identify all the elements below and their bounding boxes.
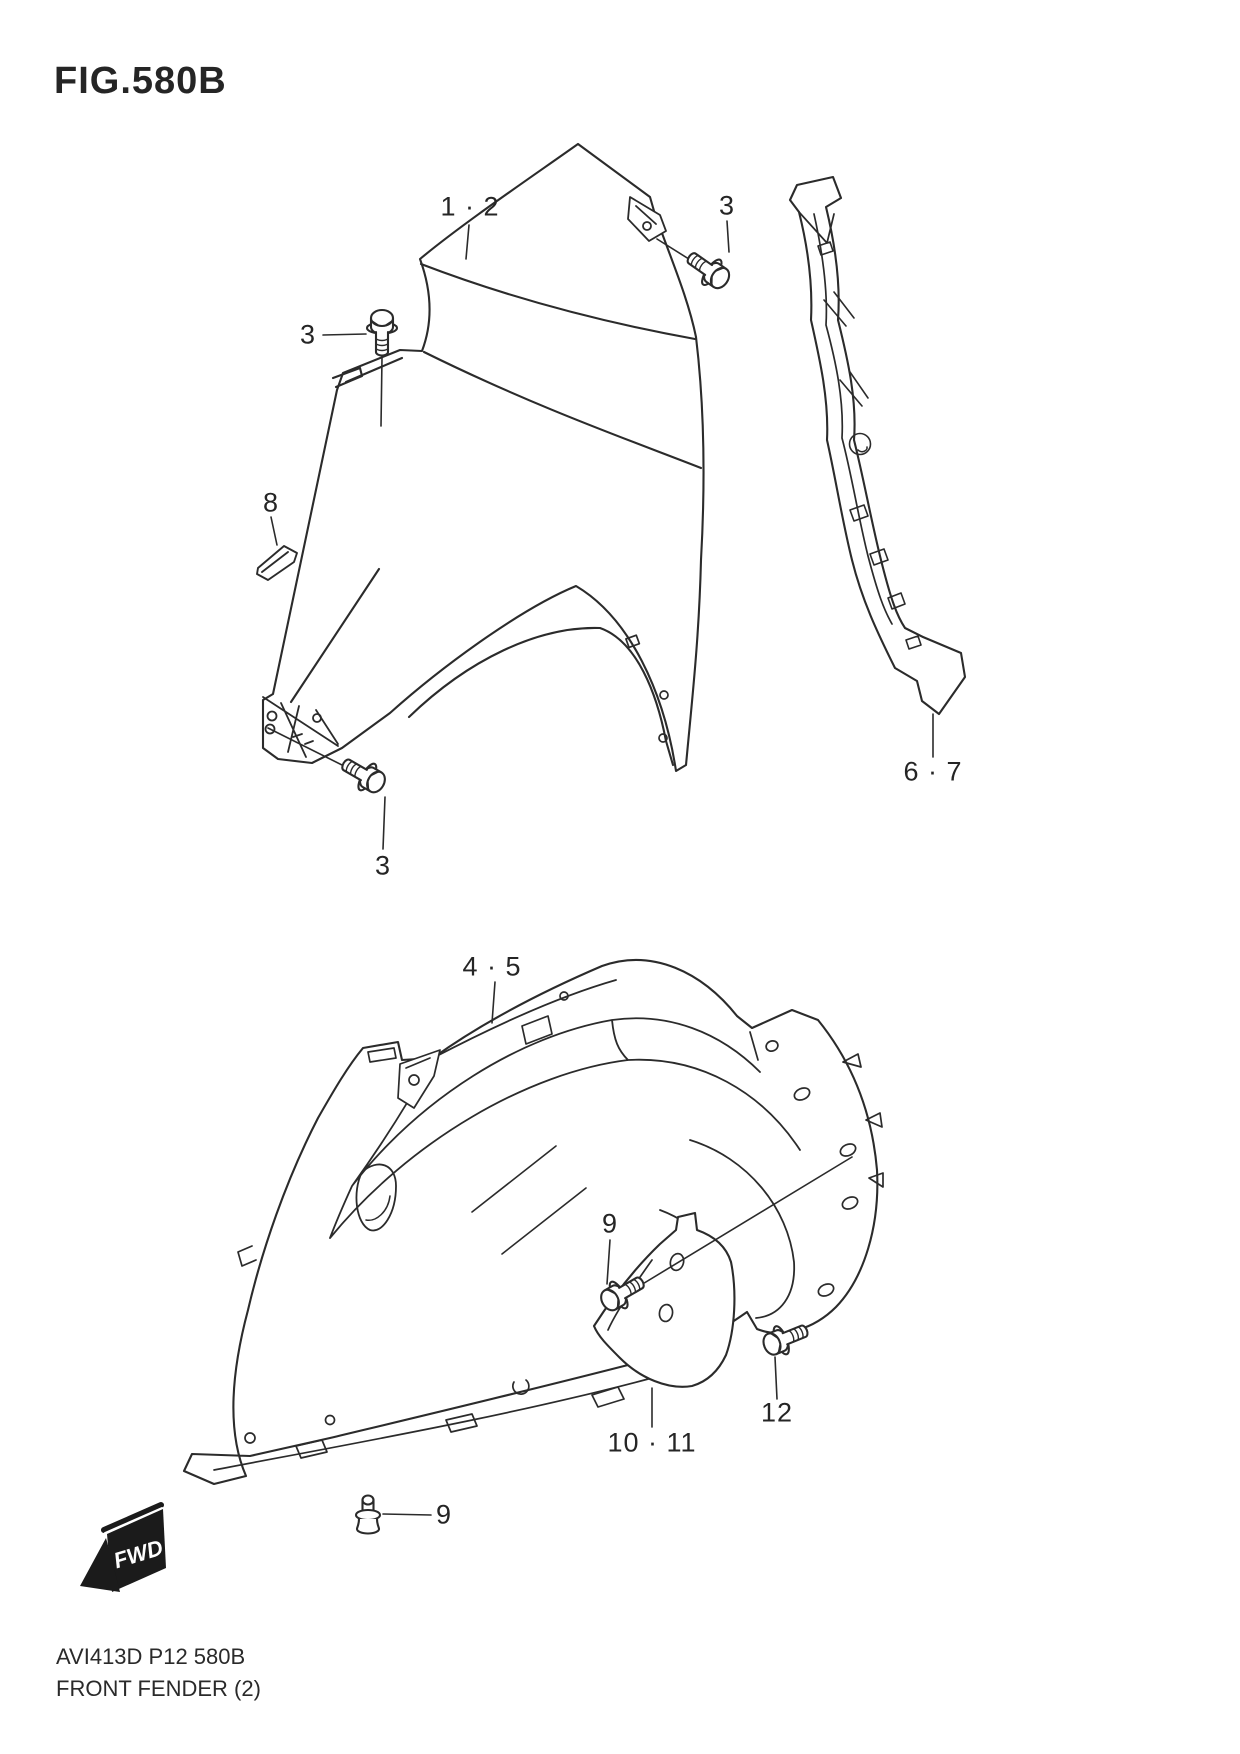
fender-lower-bracket (263, 697, 338, 757)
leader-bolt-left (323, 334, 366, 335)
leader-bolt-top-right (727, 221, 729, 252)
liner-right-flange (765, 1039, 883, 1298)
mud-flap-hole-lower (658, 1304, 674, 1323)
fender-outline (263, 144, 703, 771)
leader-wheel-liner (492, 982, 495, 1023)
fwd-arrow-head (80, 1538, 120, 1592)
fender-arch-flange (409, 628, 673, 765)
mud-flap-outline (594, 1213, 734, 1387)
wheel-liner-drawing (184, 960, 883, 1484)
fender-top-bracket (628, 197, 666, 241)
callout-bolt-bottom: 3 (374, 850, 392, 881)
callout-mud-flap: 10 · 11 (607, 1427, 697, 1458)
callout-front-fender: 1 · 2 (440, 191, 500, 222)
front-fender-drawing (263, 144, 703, 771)
wheel-liner-outline (184, 960, 877, 1484)
hex-bolt-icon-top-right (679, 243, 737, 296)
hex-bolt-icon-bottom (334, 749, 392, 801)
footer-figure-code: AVI413D P12 580B (56, 1644, 246, 1669)
side-protector-details (818, 242, 921, 649)
cushion-clip-icon (257, 546, 297, 580)
mud-flap-drawing (594, 1213, 734, 1387)
push-clip-icon (354, 1494, 382, 1535)
liner-bottom-skid (214, 1352, 664, 1470)
leader-bolt-bottom-to-bracket (268, 728, 352, 770)
leader-screw-mudflap (607, 1240, 610, 1284)
callout-clip-lower: 9 (435, 1499, 453, 1530)
fwd-flag-panel (107, 1509, 166, 1592)
leader-screw-to-liner-hole (636, 1157, 852, 1288)
liner-pocket (356, 1164, 396, 1230)
callout-bolt-left: 3 (299, 319, 317, 350)
footer-block: AVI413D P12 580B FRONT FENDER (2) (56, 1641, 261, 1705)
callout-wheel-liner: 4 · 5 (462, 951, 522, 982)
figure-title: FIG.580B (54, 60, 227, 102)
footer-caption: FRONT FENDER (2) (56, 1676, 261, 1701)
fender-crease-lines (291, 264, 701, 702)
fender-flange-holes (626, 635, 668, 742)
side-protector-inner-edge (799, 212, 892, 624)
mud-flap-hole-upper (669, 1252, 686, 1272)
fender-side-flange (333, 358, 402, 387)
leader-bolt-bottom (383, 797, 385, 849)
fasteners (257, 243, 814, 1535)
liner-top-details (368, 992, 758, 1108)
side-protector-outline (790, 177, 965, 714)
leader-bolt-left-to-flange (381, 358, 382, 426)
leader-cushion (271, 517, 277, 545)
liner-left-tab (238, 1246, 256, 1266)
hex-bolt-icon-left (365, 308, 399, 357)
liner-band-lines (330, 980, 800, 1238)
callout-cushion: 8 (262, 487, 280, 518)
fwd-flag-top-highlight (105, 1508, 162, 1533)
liner-ribs (472, 1146, 586, 1254)
leader-lines (268, 221, 933, 1515)
callout-clip-bolt: 12 (760, 1397, 794, 1428)
callout-screw-mudflap: 9 (601, 1208, 619, 1239)
leader-clip-lower (383, 1514, 431, 1515)
leader-front-fender (466, 225, 469, 259)
fwd-flag-top-edge (104, 1505, 161, 1530)
leader-clip-bolt (775, 1357, 777, 1399)
callout-side-protector: 6 · 7 (903, 756, 963, 787)
fwd-direction-arrow: FWD (80, 1505, 166, 1592)
callout-bolt-top-right: 3 (718, 190, 736, 221)
side-protector-drawing (790, 177, 965, 714)
